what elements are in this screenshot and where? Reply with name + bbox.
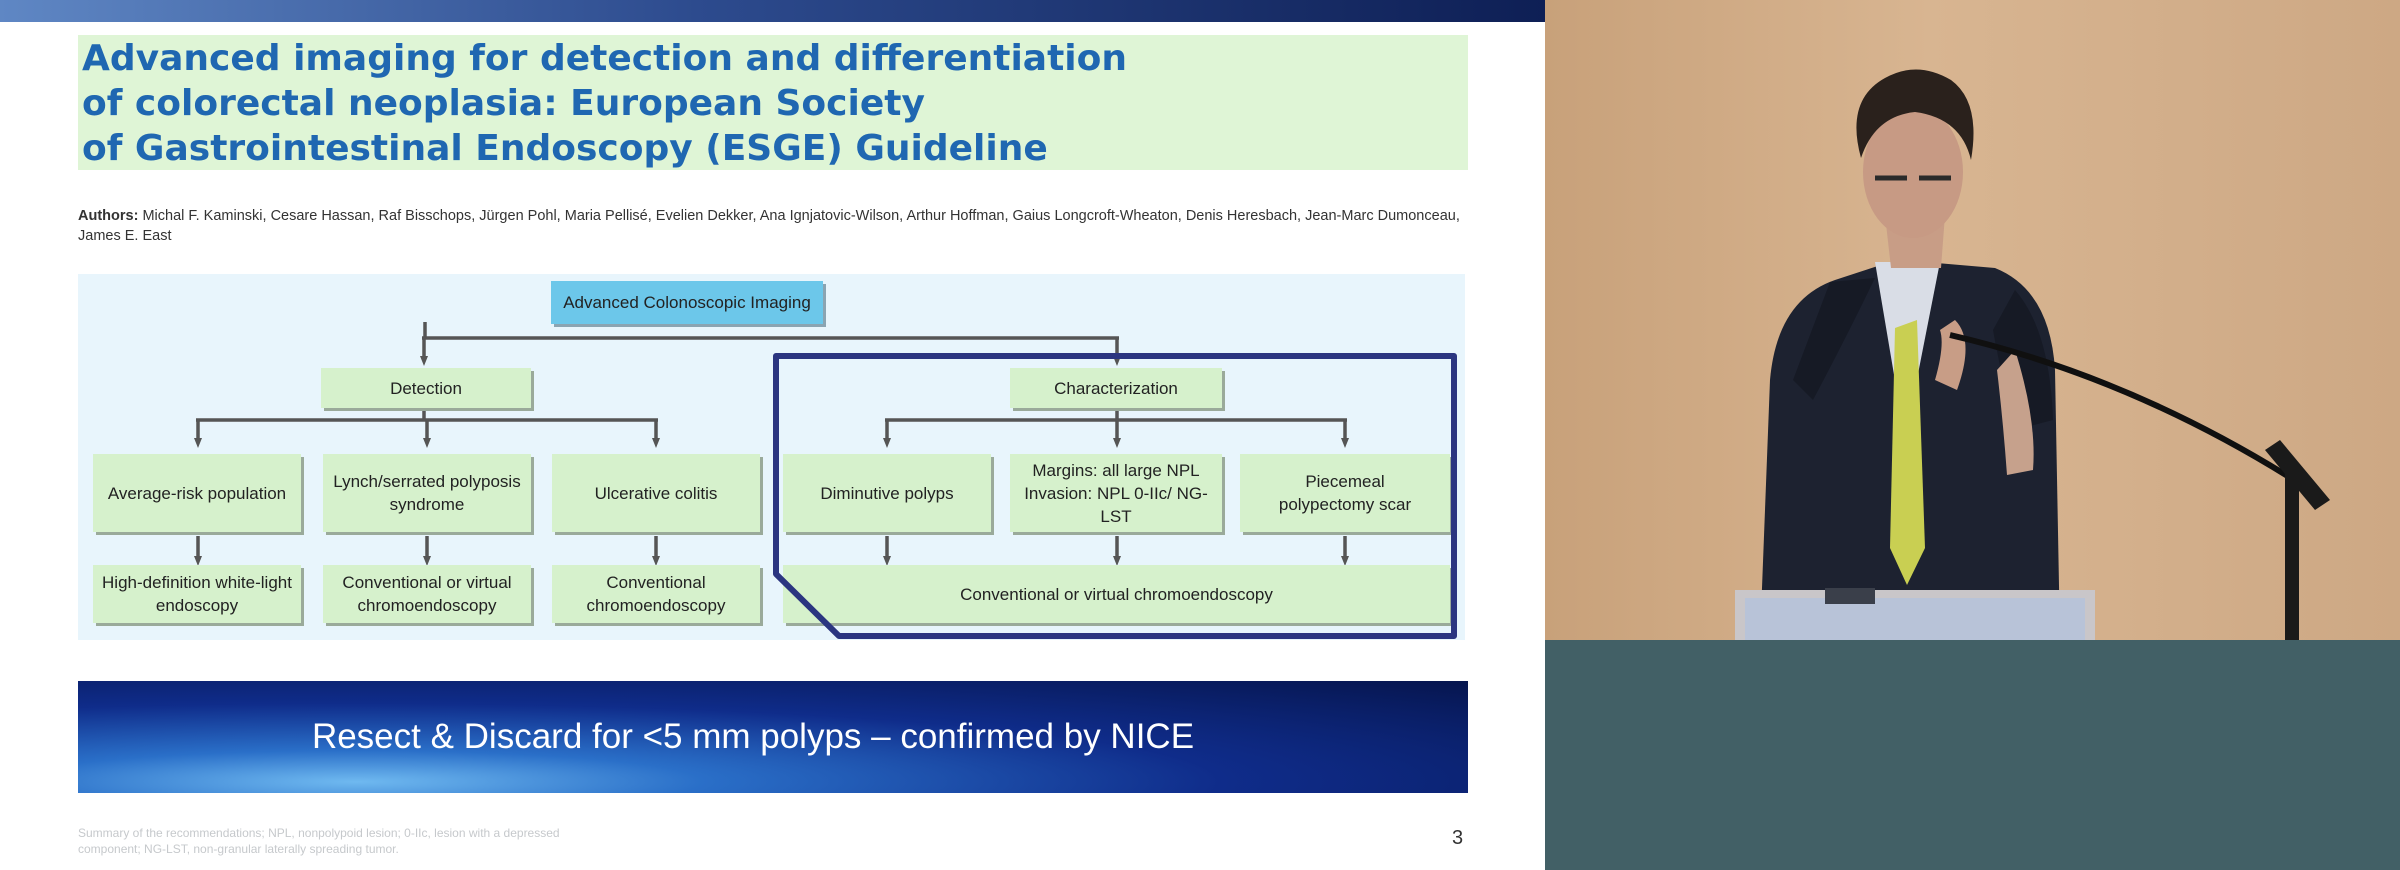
title-background bbox=[78, 35, 1468, 170]
slide-title: Advanced imaging for detection and diffe… bbox=[82, 36, 1127, 171]
title-line: Advanced imaging for detection and diffe… bbox=[82, 38, 1128, 79]
authors-list: Michal F. Kaminski, Cesare Hassan, Raf B… bbox=[78, 208, 1460, 244]
characterization-outcome-node: Conventional or virtual chromoendoscopy bbox=[783, 565, 1450, 623]
page-number: 3 bbox=[1452, 827, 1464, 849]
authors: Authors: Michal F. Kaminski, Cesare Hass… bbox=[78, 206, 1478, 246]
characterization-lesion-node: Diminutive polyps bbox=[783, 454, 991, 532]
key-message-banner: Resect & Discard for <5 mm polyps – conf… bbox=[78, 681, 1468, 793]
slide-footnote: Summary of the recommendations; NPL, non… bbox=[78, 826, 560, 856]
banner-text: Resect & Discard for <5 mm polyps – conf… bbox=[311, 717, 1195, 756]
root-node: Advanced Colonoscopic Imaging bbox=[551, 281, 823, 324]
authors-label: Authors: bbox=[78, 208, 139, 224]
flowchart: Advanced Colonoscopic Imaging Detection … bbox=[78, 274, 1465, 640]
characterization-lesion-node: Piecemeal polypectomy scar bbox=[1240, 454, 1450, 532]
speaker-video bbox=[1545, 0, 2400, 870]
detection-population-node: Lynch/serrated polyposis syndrome bbox=[323, 454, 531, 532]
detection-population-node: Ulcerative colitis bbox=[552, 454, 760, 532]
speaker-figure bbox=[1735, 69, 2330, 640]
video-background-lower bbox=[1545, 640, 2400, 870]
characterization-lesion-node: Margins: all large NPL Invasion: NPL 0-I… bbox=[1010, 454, 1222, 532]
title-line: of colorectal neoplasia: European Societ… bbox=[82, 83, 925, 124]
title-line: of Gastrointestinal Endoscopy (ESGE) Gui… bbox=[82, 128, 1048, 169]
detection-outcome-node: Conventional or virtual chromoendoscopy bbox=[323, 565, 531, 623]
detection-outcome-node: Conventional chromoendoscopy bbox=[552, 565, 760, 623]
characterization-node: Characterization bbox=[1010, 368, 1222, 408]
presentation-slide: Advanced imaging for detection and diffe… bbox=[0, 0, 1545, 856]
slide-top-bar bbox=[0, 0, 1545, 22]
detection-node: Detection bbox=[321, 368, 531, 408]
detection-population-node: Average-risk population bbox=[93, 454, 301, 532]
detection-outcome-node: High-definition white-light endoscopy bbox=[93, 565, 301, 623]
